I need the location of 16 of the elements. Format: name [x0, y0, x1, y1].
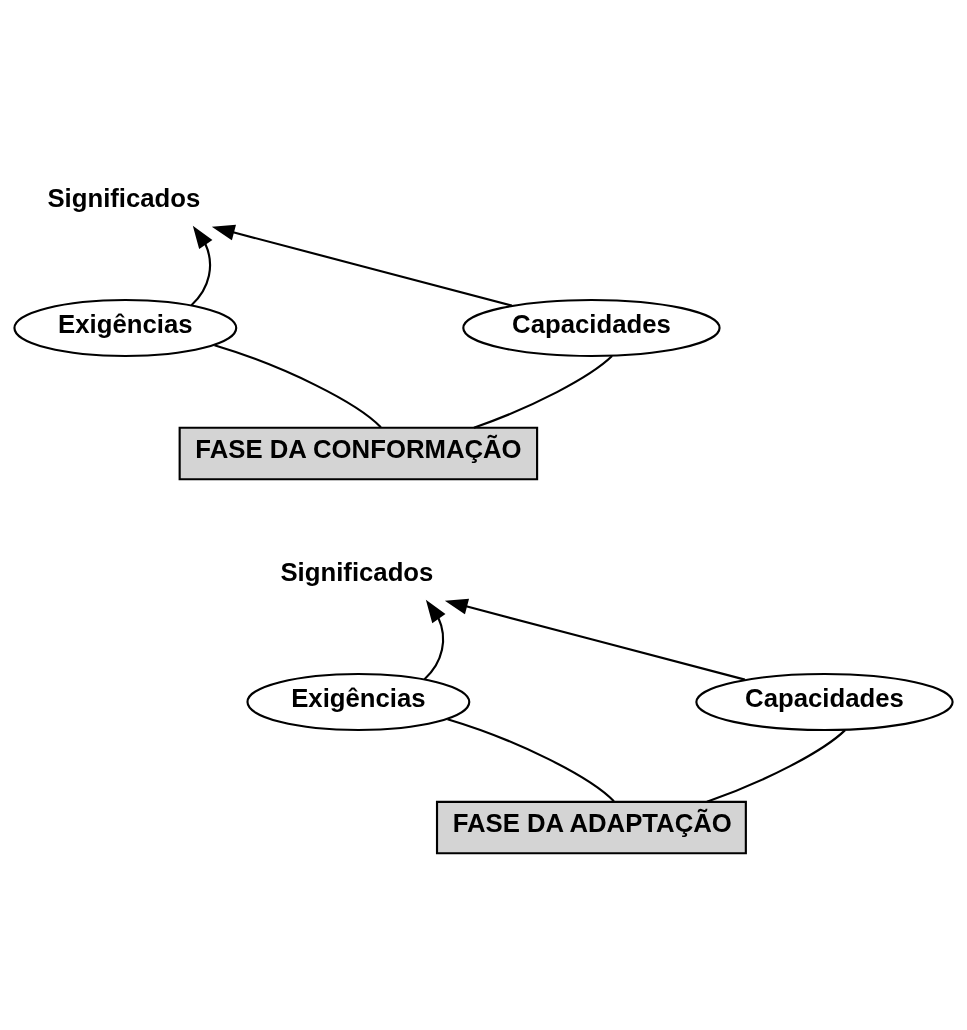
node-text: Significados — [280, 558, 434, 587]
arrow — [444, 598, 746, 681]
connector — [706, 729, 846, 803]
node-ellipse: Capacidades — [462, 298, 721, 358]
node-ellipse: Exigências — [246, 672, 471, 732]
arrow — [190, 225, 213, 306]
node-box: FASE DA ADAPTAÇÃO — [435, 800, 747, 855]
arrow — [211, 224, 513, 307]
connector — [214, 344, 382, 429]
node-ellipse: Capacidades — [695, 672, 954, 732]
node-box: FASE DA CONFORMAÇÃO — [178, 426, 539, 481]
connector — [447, 718, 615, 803]
connector — [473, 355, 613, 429]
node-ellipse: Exigências — [13, 298, 238, 358]
node-text: Significados — [47, 184, 201, 213]
arrow — [423, 599, 446, 680]
